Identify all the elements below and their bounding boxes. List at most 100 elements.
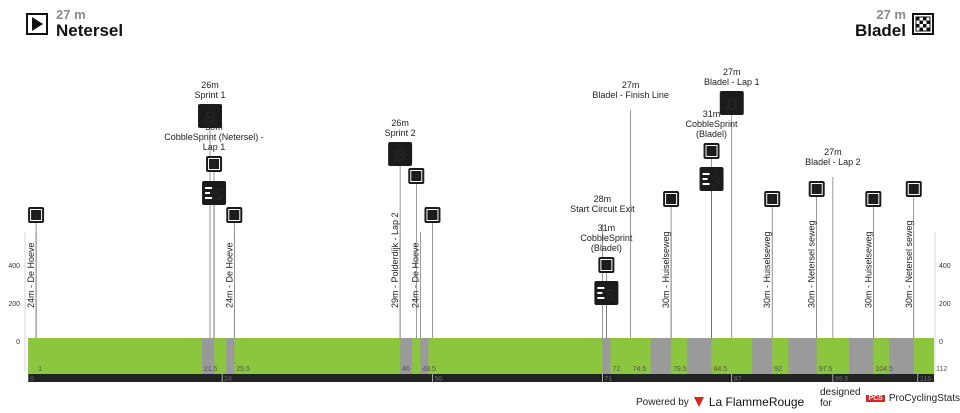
point-number-frame xyxy=(208,158,221,170)
cobble-sector xyxy=(201,338,215,374)
finish-header: 27 m Bladel xyxy=(855,8,934,40)
marker-label: 26m xyxy=(201,80,219,90)
marker-label: Start Circuit Exit xyxy=(570,204,635,214)
km-minor-label: 25.5 xyxy=(236,366,250,373)
cobble-sprint-stripe xyxy=(597,287,605,289)
marker-label: 26m xyxy=(391,118,409,128)
cobble-sector xyxy=(849,338,874,374)
powered-by-text: Powered by xyxy=(636,396,689,408)
bonus-sprint-icon xyxy=(388,142,413,166)
point-label: 30m - Huiselseweg xyxy=(661,231,671,308)
flamme-rouge-icon xyxy=(693,397,704,407)
marker-label: 28m xyxy=(594,194,612,204)
bonus-sprint-glyph: B xyxy=(204,108,216,127)
finish-name: Bladel xyxy=(854,21,906,40)
km-minor-label: 84.5 xyxy=(714,366,728,373)
y-tick-left: 200 xyxy=(8,301,20,308)
km-major-label: 87 xyxy=(734,376,742,383)
cobble-sprint-glyph: S xyxy=(605,287,616,304)
marker-label: 30m xyxy=(205,122,223,132)
point-number: 2 xyxy=(212,161,217,170)
marker-label: (Bladel) xyxy=(696,129,727,139)
point-number: 5 xyxy=(430,212,435,221)
terrain-fill xyxy=(28,338,934,374)
km-major-label: 110 xyxy=(920,376,931,383)
pcs-badge: PCS xyxy=(866,394,885,402)
point-number-badge xyxy=(598,257,615,273)
marker-label: 27m xyxy=(824,147,842,157)
bonus-sprint-icon xyxy=(198,104,223,128)
cobble-sector xyxy=(420,338,429,374)
cobble-sector xyxy=(788,338,817,374)
marker-label: 27m xyxy=(723,67,741,77)
marker-label: 27m xyxy=(622,80,640,90)
powered-by: Powered by La FlammeRouge xyxy=(636,395,804,409)
cobble-sprint-glyph: S xyxy=(710,173,721,190)
point-label: 29m - Polderdijk - Lap 2 xyxy=(390,212,400,308)
marker-label: (Bladel) xyxy=(591,243,622,253)
km-minor-label: 104.5 xyxy=(875,366,893,373)
point-number-frame xyxy=(766,193,779,205)
point-number: 3 xyxy=(232,212,237,221)
cobble-sector xyxy=(751,338,773,374)
point-number-badge xyxy=(28,207,45,223)
point-number-badge xyxy=(408,168,425,184)
cobble-sprint-stripe xyxy=(205,192,211,194)
cobble-sector xyxy=(400,338,413,374)
point-label: 24m - De Hoeve xyxy=(410,242,420,308)
marker-label: Bladel - Finish Line xyxy=(592,90,669,100)
point-number-badge xyxy=(865,191,882,207)
checkered-flag-icon xyxy=(912,13,934,35)
y-tick-right: 0 xyxy=(939,339,943,346)
cobble-sprint-stripe xyxy=(205,197,213,199)
cobble-sprint-stripe xyxy=(702,183,710,185)
point-number-frame xyxy=(705,145,718,157)
cobble-sprint-stripe xyxy=(702,178,708,180)
point-number-frame xyxy=(665,193,678,205)
start-header: 27 m Netersel xyxy=(26,8,123,40)
point-number-badge xyxy=(206,156,223,172)
point-number: 4 xyxy=(414,173,419,182)
point-label: 30m - Huiselseweg xyxy=(863,231,873,308)
point-number: 9 xyxy=(871,196,876,205)
point-number-badge xyxy=(764,191,781,207)
y-tick-left: 0 xyxy=(16,339,20,346)
point-number: 8 xyxy=(709,148,714,157)
marker-label: Lap 1 xyxy=(203,142,226,152)
km-minor-label: 112 xyxy=(936,366,947,373)
point-number: 12 xyxy=(909,186,918,195)
point-number-badge xyxy=(808,181,825,197)
point-label: 30m - Netersel seweg xyxy=(807,220,817,308)
point-number: 1 xyxy=(34,212,39,221)
point-label: 30m - Netersel seweg xyxy=(904,220,914,308)
km-major-label: 0 xyxy=(30,376,34,383)
km-major-label: 99.5 xyxy=(835,376,849,383)
km-major-label: 24 xyxy=(224,376,232,383)
point-number-frame xyxy=(810,183,823,195)
km-minor-label: 46 xyxy=(402,366,410,373)
cobble-sector xyxy=(602,338,611,374)
y-tick-left: 400 xyxy=(8,263,20,270)
point-number: 10 xyxy=(812,186,821,195)
point-number-badge xyxy=(905,181,922,197)
bonus-sprint-icon xyxy=(719,91,744,115)
marker-label: 31m xyxy=(598,223,616,233)
designed-for: designed for PCS ProCyclingStats xyxy=(820,387,960,409)
km-minor-label: 48.5 xyxy=(422,366,436,373)
km-minor-label: 21.5 xyxy=(204,366,218,373)
cobble-sector xyxy=(687,338,712,374)
y-tick-right: 200 xyxy=(939,301,951,308)
marker-label: CobbleSprint (Netersel) - xyxy=(164,132,264,142)
pcs-text: ProCyclingStats xyxy=(888,392,960,404)
cobble-sprint-stripe xyxy=(597,297,605,299)
point-label: 24m - De Hoeve xyxy=(26,242,36,308)
point-label: 24m - De Hoeve xyxy=(224,242,234,308)
point-number-frame xyxy=(30,209,43,221)
km-major-label: 71 xyxy=(604,376,612,383)
point-number: 9 xyxy=(770,196,775,205)
point-number-badge xyxy=(226,207,243,223)
point-number: 6 xyxy=(604,262,609,271)
km-bar xyxy=(28,374,934,382)
finish-altitude: 27 m xyxy=(876,7,906,22)
bonus-sprint-glyph: B xyxy=(726,95,738,114)
